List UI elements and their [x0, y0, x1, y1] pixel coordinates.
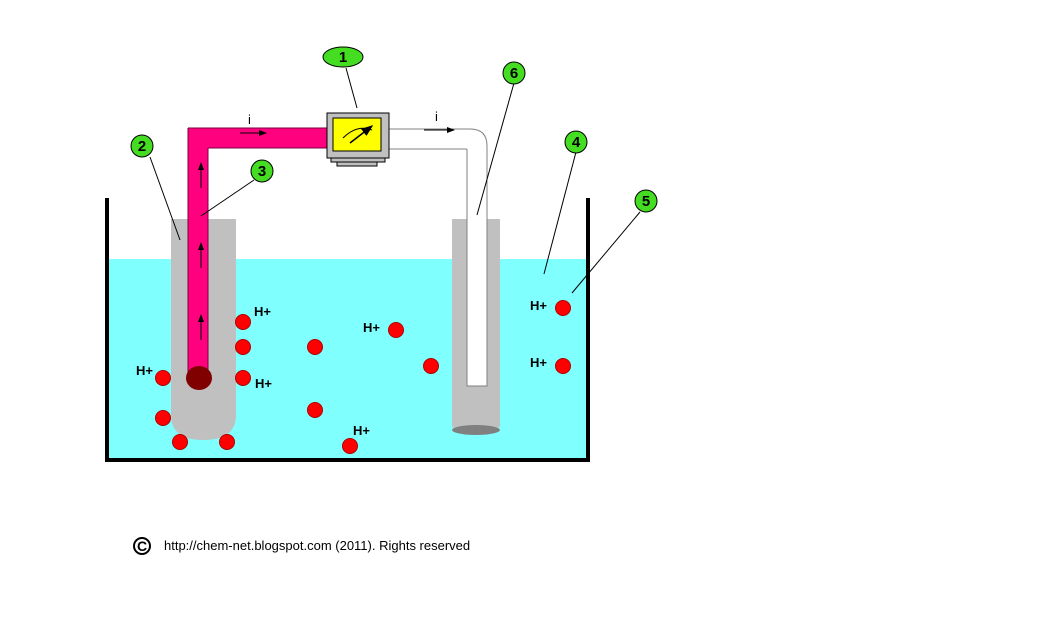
callout-1: 1 [322, 46, 364, 68]
ion [155, 370, 171, 386]
ion-label: H+ [255, 376, 272, 391]
ion-label: H+ [530, 355, 547, 370]
callout-number: 6 [510, 65, 518, 82]
callout-2: 2 [130, 134, 154, 158]
ion [235, 370, 251, 386]
copyright-symbol: C [137, 538, 147, 554]
ion [388, 322, 404, 338]
ion [423, 358, 439, 374]
callout-number: 1 [339, 49, 347, 66]
current-label: i [248, 112, 251, 127]
ion [235, 339, 251, 355]
copyright-icon: C [133, 537, 151, 555]
ion-label: H+ [254, 304, 271, 319]
callout-number: 4 [572, 134, 581, 151]
copyright-text: http://chem-net.blogspot.com (2011). Rig… [164, 538, 470, 553]
callout-lines [149, 67, 641, 294]
callout-5: 5 [634, 189, 658, 213]
ion [555, 358, 571, 374]
hydrogen-ions [155, 300, 571, 454]
reference-wire [385, 128, 488, 387]
ion [155, 410, 171, 426]
ion [307, 339, 323, 355]
ion-label: H+ [530, 298, 547, 313]
glass-bulb [186, 366, 212, 390]
callout-4: 4 [564, 130, 588, 154]
callout-number: 3 [258, 163, 266, 180]
ion [219, 434, 235, 450]
voltmeter-icon [326, 112, 390, 167]
ion [307, 402, 323, 418]
ion-label: H+ [353, 423, 370, 438]
ion [235, 314, 251, 330]
ion [555, 300, 571, 316]
beaker [105, 198, 590, 462]
ion-label: H+ [136, 363, 153, 378]
current-label: i [435, 109, 438, 124]
ion [172, 434, 188, 450]
callout-number: 2 [138, 138, 146, 155]
ion-label: H+ [363, 320, 380, 335]
ion [342, 438, 358, 454]
callout-3: 3 [250, 159, 274, 183]
callout-number: 5 [642, 193, 650, 210]
callout-6: 6 [502, 61, 526, 85]
